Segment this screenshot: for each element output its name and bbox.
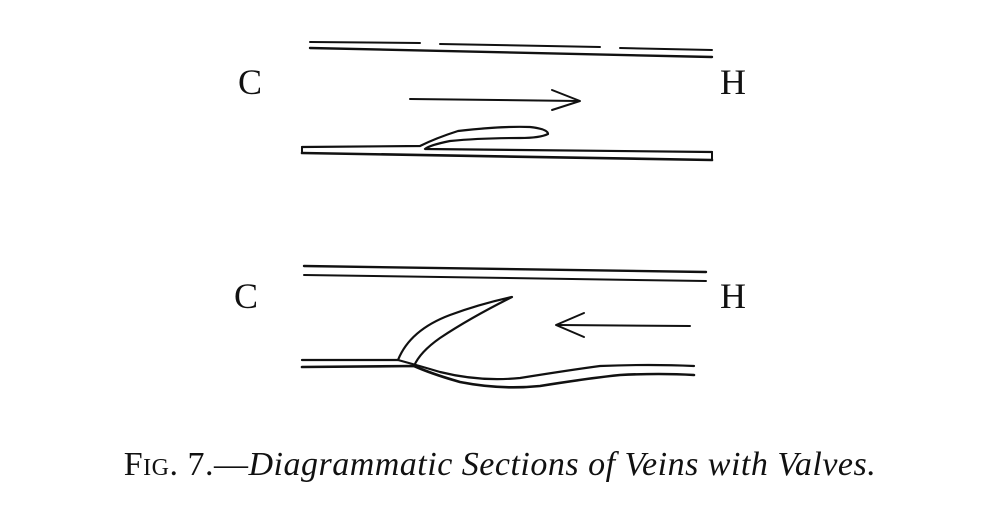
cardiac-end-label-bottom: C [234,276,259,316]
figure-title: Diagrammatic Sections of Veins with Valv… [248,446,877,483]
top-vein-upper-wall [308,41,714,59]
bottom-vein-lower-wall [300,358,696,389]
bottom-flow-arrow [555,312,691,338]
figure-number: Fig. 7.— [123,446,249,483]
heart-end-label-bottom: H [720,276,746,316]
cardiac-end-label-top: C [238,62,263,102]
bottom-vein-upper-wall [302,264,708,282]
heart-end-label-top: H [720,62,746,102]
top-flow-arrow [409,89,581,111]
bottom-valve-cusp [396,295,514,368]
top-vein-lower-wall [300,125,714,162]
figure-caption: Fig. 7.—Diagrammatic Sections of Veins w… [0,446,1000,484]
